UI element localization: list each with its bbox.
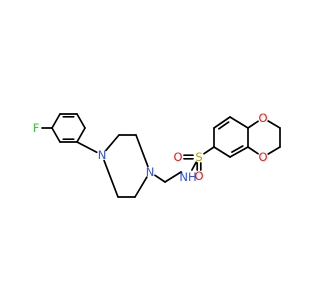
atom-label-dioxane-oxygen-1: O: [258, 111, 267, 125]
bond-b4-OR1: [247, 120, 259, 129]
bond-N2-p5: [134, 176, 148, 198]
bond-b6-b1: [213, 146, 231, 158]
bond-e1-e2: [164, 171, 182, 183]
atom-label-sulfonyl-oxygen-1: O: [173, 150, 182, 164]
bond-b5-b6-double: [231, 145, 244, 153]
bond-OR1-d1: [267, 120, 281, 129]
atom-label-sulfonamide-nh: NH: [179, 170, 196, 184]
bond-S-b1: [203, 146, 215, 155]
bond-NH-S: [191, 161, 197, 171]
atom-label-fluorine: F: [33, 121, 40, 135]
bond-a1-a2: [51, 113, 61, 129]
atom-label-piperazine-n4: N: [146, 165, 155, 179]
bond-d2-OR2: [267, 146, 281, 155]
bond-N1-p2: [105, 134, 120, 152]
molecule-structure: F N N NH S O O O O: [33, 111, 281, 198]
bond-b3-b4: [229, 116, 249, 129]
bond-a4-a5: [76, 127, 86, 143]
bond-b5-b6: [229, 146, 249, 158]
bond-OR2-b5: [247, 146, 259, 155]
bond-a5-N1: [76, 141, 98, 154]
bond-p6-N1: [103, 159, 119, 198]
atom-label-dioxane-oxygen-2: O: [258, 150, 267, 164]
atom-label-piperazine-n1: N: [98, 148, 107, 162]
atom-label-sulfonyl-oxygen-2: O: [194, 169, 203, 183]
bond-a3-a4: [76, 113, 86, 129]
bond-a6-a1: [51, 127, 61, 143]
bond-b2-b3: [213, 116, 231, 129]
atom-label-sulfur: S: [195, 150, 202, 164]
bond-b2-b3-double: [218, 121, 230, 130]
bonds: [41, 113, 281, 198]
bond-p3-N2: [135, 134, 149, 168]
bond-N2-e1: [154, 174, 166, 183]
atom-labels: F N N NH S O O O O: [33, 111, 268, 184]
